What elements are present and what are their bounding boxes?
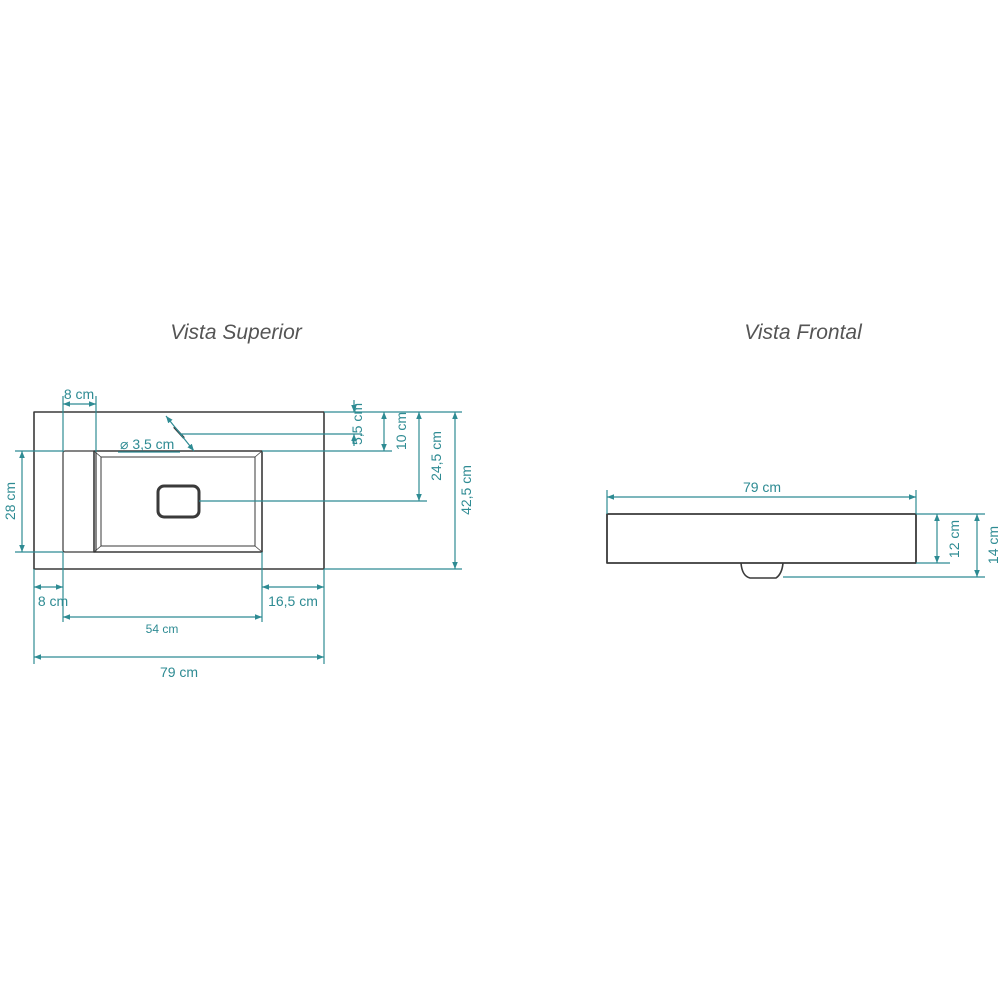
front-view-dimensions (606, 490, 985, 578)
front-view-dimension-labels: 79 cm 12 cm 14 cm (743, 479, 1000, 564)
dim-label-bottom-left-width: 8 cm (38, 593, 68, 609)
dim-label-total-width: 79 cm (160, 664, 198, 680)
dim-label-basin-width: 54 cm (146, 622, 179, 636)
top-view-dimensions (15, 396, 462, 664)
front-view-title: Vista Frontal (744, 321, 863, 344)
front-view-outline (606, 513, 917, 579)
basin-corner-line (254, 450, 263, 458)
dim-label-total-depth: 42,5 cm (458, 465, 474, 515)
shelf-recess-outline (62, 450, 97, 553)
dim-label-basin-offset: 10 cm (393, 412, 409, 450)
dim-label-front-width: 79 cm (743, 479, 781, 495)
drain-outline (156, 484, 201, 519)
dim-label-top-left-width: 8 cm (64, 386, 94, 402)
dim-label-tap-offset: 5,5 cm (349, 403, 365, 445)
dim-label-basin-depth: 28 cm (2, 482, 18, 520)
top-view: Vista Superior (2, 321, 474, 680)
top-view-outline (33, 411, 325, 570)
sink-body-outline (606, 513, 917, 564)
basin-corner-line (254, 545, 263, 553)
basin-corner-line (93, 450, 102, 458)
countertop-outline (33, 411, 325, 570)
dim-label-body-height: 12 cm (946, 520, 962, 558)
drain-outlet-outline (740, 562, 784, 579)
top-view-title: Vista Superior (170, 321, 303, 344)
dim-label-right-margin: 16,5 cm (268, 593, 318, 609)
dim-label-tap-hole: ⌀ 3,5 cm (120, 436, 174, 452)
dim-label-total-height: 14 cm (985, 526, 1000, 564)
basin-corner-line (93, 545, 102, 553)
top-view-dimension-labels: 8 cm ⌀ 3,5 cm 5,5 cm 10 cm 24,5 cm 42,5 … (2, 386, 474, 680)
dim-label-drain-offset: 24,5 cm (428, 431, 444, 481)
front-view: Vista Frontal 79 cm 12 cm 14 cm (606, 321, 1000, 579)
